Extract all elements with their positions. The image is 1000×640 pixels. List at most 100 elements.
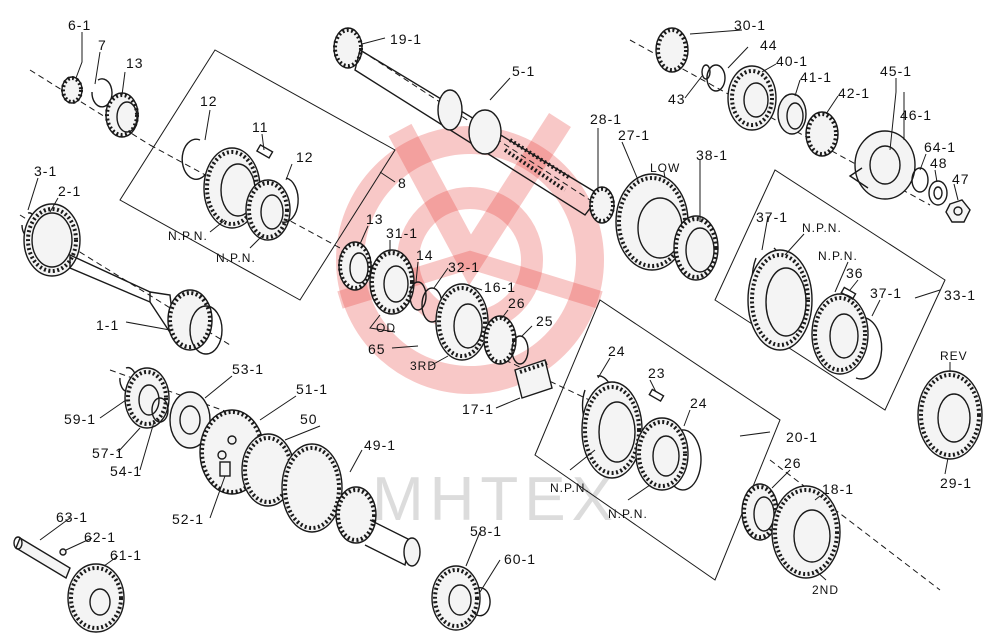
group-box-8 [119,49,396,301]
countershaft-49-1 [241,433,421,567]
ring-26-mid [483,315,517,365]
bearing-57-1 [124,367,170,429]
gear-42-1 [805,111,839,157]
second-gear-18-1 [771,485,841,579]
label-npn-d: N.P.N. [818,249,858,263]
label-33-1: 33-1 [944,287,976,303]
ball-62-1 [59,548,67,556]
label-3-1: 3-1 [34,163,57,179]
bearing-19-1 [333,27,363,69]
label-52-1: 52-1 [172,511,204,527]
synchronizer-hub-8 [203,147,291,241]
label-58-1: 58-1 [470,523,502,539]
synchronizer-20-1 [581,381,689,491]
washer-48 [928,180,948,206]
key-36 [840,286,857,301]
label-12-b: 12 [296,149,314,165]
third-gear-16-1 [435,283,489,361]
label-2-1: 2-1 [58,183,81,199]
label-64-1: 64-1 [924,139,956,155]
sleeve-41-1 [777,93,807,135]
snap-ring-60-1 [471,587,491,617]
label-50: 50 [300,411,318,427]
label-od: OD [376,321,396,335]
washer-53-1 [169,391,211,449]
label-32-1: 32-1 [448,259,480,275]
label-47: 47 [952,171,970,187]
ring-13-mid [338,241,372,291]
key-23 [648,388,665,403]
oring-64-1 [911,167,929,193]
label-40-1: 40-1 [776,53,808,69]
od-gear-31-1 [369,249,415,315]
label-44: 44 [760,37,778,53]
label-42-1: 42-1 [838,85,870,101]
label-65: 65 [368,341,386,357]
washer-43 [701,64,711,80]
label-49-1: 49-1 [364,437,396,453]
label-6-1: 6-1 [68,17,91,33]
reverse-gear-29-1 [917,370,983,460]
ring-38-1 [673,215,719,281]
label-rev: REV [940,349,968,363]
shaft-63-1 [13,536,71,580]
label-25: 25 [536,313,554,329]
bearing-2-1 [23,203,81,277]
label-npn-a: N.P.N. [168,229,208,243]
label-18-1: 18-1 [822,481,854,497]
label-63-1: 63-1 [56,509,88,525]
ring-13-top [105,92,139,138]
label-46-1: 46-1 [900,107,932,123]
bearing-30-1 [655,27,689,73]
label-53-1: 53-1 [232,361,264,377]
label-62-1: 62-1 [84,529,116,545]
label-7: 7 [98,37,107,53]
label-npn-f: N.P.N. [608,507,648,521]
label-3rd: 3RD [410,359,437,373]
label-npn-c: N.P.N. [802,221,842,235]
sleeve-25 [511,335,529,365]
needle-bearing-17-1 [514,359,553,399]
label-57-1: 57-1 [92,445,124,461]
label-28-1: 28-1 [590,111,622,127]
label-24-a: 24 [608,343,626,359]
bearing-58-1 [431,565,481,631]
label-61-1: 61-1 [110,547,142,563]
label-17-1: 17-1 [462,401,494,417]
label-59-1: 59-1 [64,411,96,427]
group-box-33-1 [714,169,946,411]
watermark-text: MHTEX [372,465,619,534]
key-11 [255,143,274,159]
label-31-1: 31-1 [386,225,418,241]
label-37-1-b: 37-1 [870,285,902,301]
ring-54-1 [151,397,169,423]
label-51-1: 51-1 [296,381,328,397]
label-2nd: 2ND [812,583,839,597]
label-45-1: 45-1 [880,63,912,79]
label-48: 48 [930,155,948,171]
main-shaft-5-1 [354,48,602,216]
group-box-20-1 [534,299,781,581]
label-20-1: 20-1 [786,429,818,445]
idler-gear-61-1 [67,563,125,633]
sync-ring-12-b [281,177,299,223]
label-13-mid: 13 [366,211,384,227]
label-5-1: 5-1 [512,63,535,79]
label-37-1-a: 37-1 [756,209,788,225]
label-38-1: 38-1 [696,147,728,163]
label-43: 43 [668,91,686,107]
needle-bearing-6-1 [61,76,83,104]
gear-28-1 [589,186,615,224]
flange-45-1 [848,130,916,200]
washer-44 [706,64,726,92]
label-14: 14 [416,247,434,263]
label-41-1: 41-1 [800,69,832,85]
nut-47 [945,199,971,223]
label-26-lower: 26 [784,455,802,471]
sync-ring-37-1-b [855,317,883,380]
bearing-40-1 [727,65,777,131]
label-1-1: 1-1 [96,317,119,333]
label-36: 36 [846,265,864,281]
label-26-mid: 26 [508,295,526,311]
